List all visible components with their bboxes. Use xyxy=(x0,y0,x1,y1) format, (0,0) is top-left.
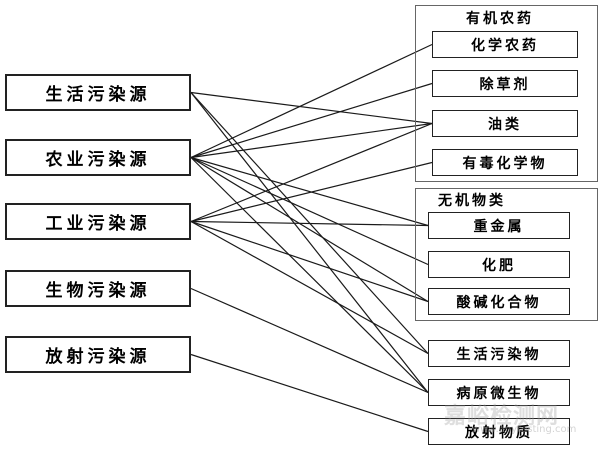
target-label: 除草剂 xyxy=(479,76,531,93)
source-label: 生活污染源 xyxy=(45,85,151,105)
connection-line xyxy=(190,220,429,303)
source-radioactive: 放射污染源 xyxy=(5,336,191,373)
target-acid-base-compounds: 酸碱化合物 xyxy=(428,288,570,315)
target-label: 化肥 xyxy=(482,257,516,274)
source-biological: 生物污染源 xyxy=(5,270,191,307)
target-label: 重金属 xyxy=(473,218,525,235)
connection-line xyxy=(190,353,429,433)
connection-line xyxy=(190,156,429,303)
target-herbicides: 除草剂 xyxy=(432,70,578,97)
connection-line xyxy=(190,161,433,223)
target-pathogenic-microorganisms: 病原微生物 xyxy=(428,379,570,406)
group-organic-pesticides xyxy=(415,5,598,182)
source-industrial: 工业污染源 xyxy=(5,203,191,240)
target-label: 放射物质 xyxy=(465,424,533,441)
connection-line xyxy=(190,220,429,227)
target-radioactive-substances: 放射物质 xyxy=(428,418,570,445)
group-title-organic-pesticides: 有机农药 xyxy=(466,8,534,28)
connection-line xyxy=(190,91,433,125)
source-domestic: 生活污染源 xyxy=(5,74,191,111)
connection-line xyxy=(190,156,429,227)
watermark-text: 嘉峪检测网 xyxy=(444,404,560,429)
group-inorganics xyxy=(415,188,598,321)
target-label: 有毒化学物 xyxy=(462,155,548,172)
target-label: 病原微生物 xyxy=(456,385,542,402)
connection-line xyxy=(190,92,429,393)
connection-line xyxy=(190,156,429,266)
target-label: 化学农药 xyxy=(471,37,539,54)
source-label: 工业污染源 xyxy=(45,214,151,234)
connection-line xyxy=(190,220,429,355)
target-heavy-metals: 重金属 xyxy=(428,212,570,239)
connection-line xyxy=(190,122,433,159)
source-label: 放射污染源 xyxy=(45,347,151,367)
target-oils: 油类 xyxy=(432,110,578,137)
source-agricultural: 农业污染源 xyxy=(5,139,191,176)
target-label: 油类 xyxy=(488,116,522,133)
target-label: 生活污染物 xyxy=(456,346,542,363)
group-title-inorganics: 无机物类 xyxy=(438,190,506,210)
source-label: 农业污染源 xyxy=(45,150,151,170)
source-label: 生物污染源 xyxy=(45,281,151,301)
connection-line xyxy=(190,157,429,393)
connection-line xyxy=(190,43,433,159)
target-fertilizers: 化肥 xyxy=(428,251,570,278)
target-domestic-pollutants: 生活污染物 xyxy=(428,340,570,367)
watermark-url: www.anytesting.com xyxy=(472,424,577,435)
target-label: 酸碱化合物 xyxy=(456,294,542,311)
target-chemical-pesticides: 化学农药 xyxy=(432,31,578,58)
connection-line xyxy=(190,82,433,159)
target-toxic-chemicals: 有毒化学物 xyxy=(432,149,578,176)
connection-line xyxy=(190,122,433,223)
connection-line xyxy=(190,287,429,394)
